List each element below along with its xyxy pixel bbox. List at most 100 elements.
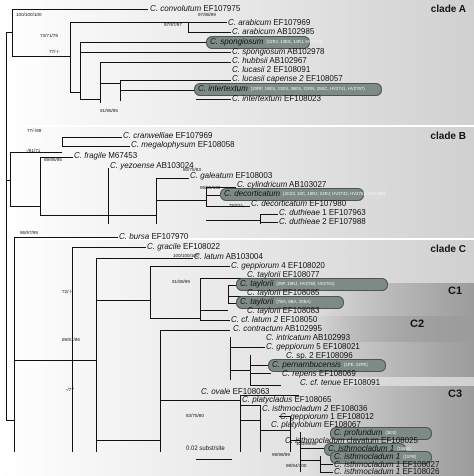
sequenced-sample-highlight — [330, 451, 432, 464]
branch — [206, 187, 207, 206]
branch — [62, 137, 63, 146]
branch — [160, 400, 240, 401]
branch — [14, 237, 15, 452]
tip-label: C. pernambucensis(1PE, 22PE) — [272, 360, 368, 369]
branch — [120, 90, 196, 91]
species-name: C. isthmocladum — [285, 436, 345, 445]
branch — [62, 146, 130, 147]
node-support-value: 100/100/100 — [173, 253, 199, 258]
accession-number: clavatum EF108025 — [344, 436, 418, 445]
species-name: C. spongiosum — [210, 37, 264, 46]
branch — [72, 247, 146, 248]
tip-label: C. arabicum EF107969 — [228, 18, 310, 27]
branch — [70, 92, 80, 93]
branch — [290, 440, 300, 441]
branch — [80, 42, 200, 43]
branch — [150, 266, 230, 267]
tip-label: C. intricatum AB102993 — [266, 333, 350, 342]
branch — [14, 237, 118, 238]
clade-label: clade B — [430, 131, 466, 142]
tip-label: C. megalophysum EF108058 — [131, 140, 235, 149]
accession-number: AB102985 — [275, 27, 315, 36]
branch — [228, 285, 229, 303]
sequenced-sample-highlight — [206, 36, 310, 49]
branch — [206, 220, 260, 221]
tip-label: C. latum AB103004 — [194, 252, 263, 261]
species-name: C. intertextum — [232, 94, 282, 103]
species-name: C. platylobium — [271, 420, 322, 429]
species-name: C. taylorii — [240, 279, 274, 288]
branch — [192, 52, 231, 53]
species-name: C. decorticatum — [224, 189, 281, 198]
branch — [188, 32, 231, 33]
species-name: C. geppiorum — [280, 412, 329, 421]
clade-label: clade A — [430, 4, 466, 15]
branch — [156, 178, 189, 179]
branch — [10, 152, 11, 206]
node-support-value: 83/75/80 — [186, 413, 204, 418]
accession-number: EF108065 — [292, 395, 332, 404]
accession-number: EF108063 — [230, 387, 270, 396]
branch — [14, 360, 72, 361]
tip-label: C. lucasii 2 EF108091 — [232, 65, 310, 74]
tip-label: C. lucasii capense 2 EF108057 — [232, 74, 343, 83]
node-support-value: 97/97/97 — [164, 22, 182, 27]
branch — [260, 405, 261, 452]
species-name: C. galeatum — [190, 171, 234, 180]
tip-label: C. repens EF108069 — [282, 369, 356, 378]
tip-label: C. isthmocladum 2 EF108036 — [262, 404, 367, 413]
tip-label: C. arabicum AB102985 — [232, 27, 314, 36]
tip-label: C. sp. 2 EF108096 — [286, 351, 353, 360]
branch — [6, 420, 14, 421]
tip-label: C. cylindricum AB103027 — [237, 180, 326, 189]
tip-label: C. taylorii EF108077 — [247, 270, 319, 279]
node-support-value: 89/81/86 — [62, 337, 80, 342]
branch — [10, 152, 62, 153]
accession-number: EF108069 — [316, 369, 356, 378]
branch — [300, 460, 320, 461]
accession-number: EF107969 — [173, 131, 213, 140]
species-name: C. gracile — [147, 242, 181, 251]
sequenced-sample-highlight — [268, 359, 386, 372]
subclade-label: C1 — [448, 285, 463, 297]
accession-number: AB103027 — [287, 180, 327, 189]
accession-number: EF108003 — [233, 171, 273, 180]
accession-number: EF108077 — [280, 270, 320, 279]
accession-number: EF108085 — [280, 288, 320, 297]
species-name: C. — [286, 351, 294, 360]
branch — [320, 472, 333, 473]
branch — [240, 395, 241, 452]
branch — [228, 296, 246, 297]
branch — [10, 206, 40, 207]
branch — [6, 180, 10, 181]
branch — [150, 318, 200, 319]
tip-label: C. isthmocladum 1(11PB) — [334, 452, 416, 461]
sample-codes: (20RF, 19ES, 21ES, 36ES, 21RN, 25SC, HV2… — [250, 86, 365, 92]
accession-number: M67453 — [106, 151, 138, 160]
tip-label: C. cranwelliae EF107969 — [123, 131, 212, 140]
branch — [156, 200, 206, 201]
clade-band-2 — [0, 127, 474, 238]
sample-codes: (12RJ, 13ES, 14RJ, HV2772) — [266, 39, 323, 45]
branch — [228, 285, 239, 286]
accession-number: EF108023 — [281, 94, 321, 103]
branch — [241, 405, 260, 406]
species-name: C. arabicum — [228, 18, 272, 27]
node-support-value: 80/75/83 — [183, 167, 201, 172]
node-support-value: 89/95/95 — [44, 157, 62, 162]
species-name: C. platycladus — [242, 395, 293, 404]
node-support-value: 73/71/78 — [40, 33, 58, 38]
branch — [260, 214, 261, 224]
clade-band-1 — [0, 0, 474, 125]
species-name: C. lucasii capense 2 — [232, 74, 304, 83]
branch — [200, 42, 208, 43]
branch — [188, 22, 227, 23]
node-support-value: 96/97/99 — [20, 230, 38, 235]
species-name: C. ovale — [201, 387, 231, 396]
species-name: C. convolutum — [150, 4, 202, 13]
tip-label: C. cf. latum 2 EF108050 — [231, 315, 317, 324]
species-name: C. arabicum — [232, 27, 276, 36]
branch — [228, 303, 239, 304]
accession-number: AB103024 — [154, 161, 194, 170]
sample-codes: (3ES) — [385, 430, 397, 436]
